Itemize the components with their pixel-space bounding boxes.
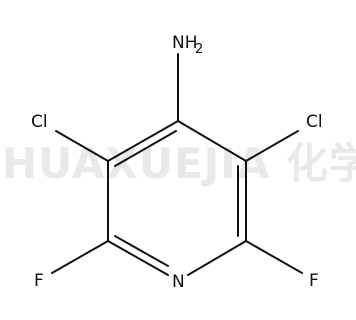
bond-c6-n: [187, 240, 247, 276]
bond-c4-c5: [177, 120, 247, 162]
atom-nh2-subscript: 2: [195, 42, 203, 57]
atom-f-left: F: [34, 271, 44, 291]
bond-c2-n: [107, 240, 169, 276]
bond-c4-c3: [107, 120, 179, 162]
atom-n-ring: N: [172, 272, 185, 292]
atom-cl-right: Cl: [306, 112, 323, 132]
bond-c2-n-inner: [114, 235, 169, 267]
watermark: HUAXUEJIA 化学加: [2, 139, 356, 188]
atom-cl-left: Cl: [31, 112, 48, 132]
bond-c2-f: [51, 240, 109, 274]
bond-c4-c3-inner: [114, 130, 177, 167]
bond-c5-cl: [245, 130, 299, 162]
atom-f-right: F: [309, 271, 319, 291]
bond-c6-f: [245, 240, 303, 274]
bond-c3-cl: [55, 130, 109, 162]
atom-nh2: NH: [172, 33, 198, 53]
